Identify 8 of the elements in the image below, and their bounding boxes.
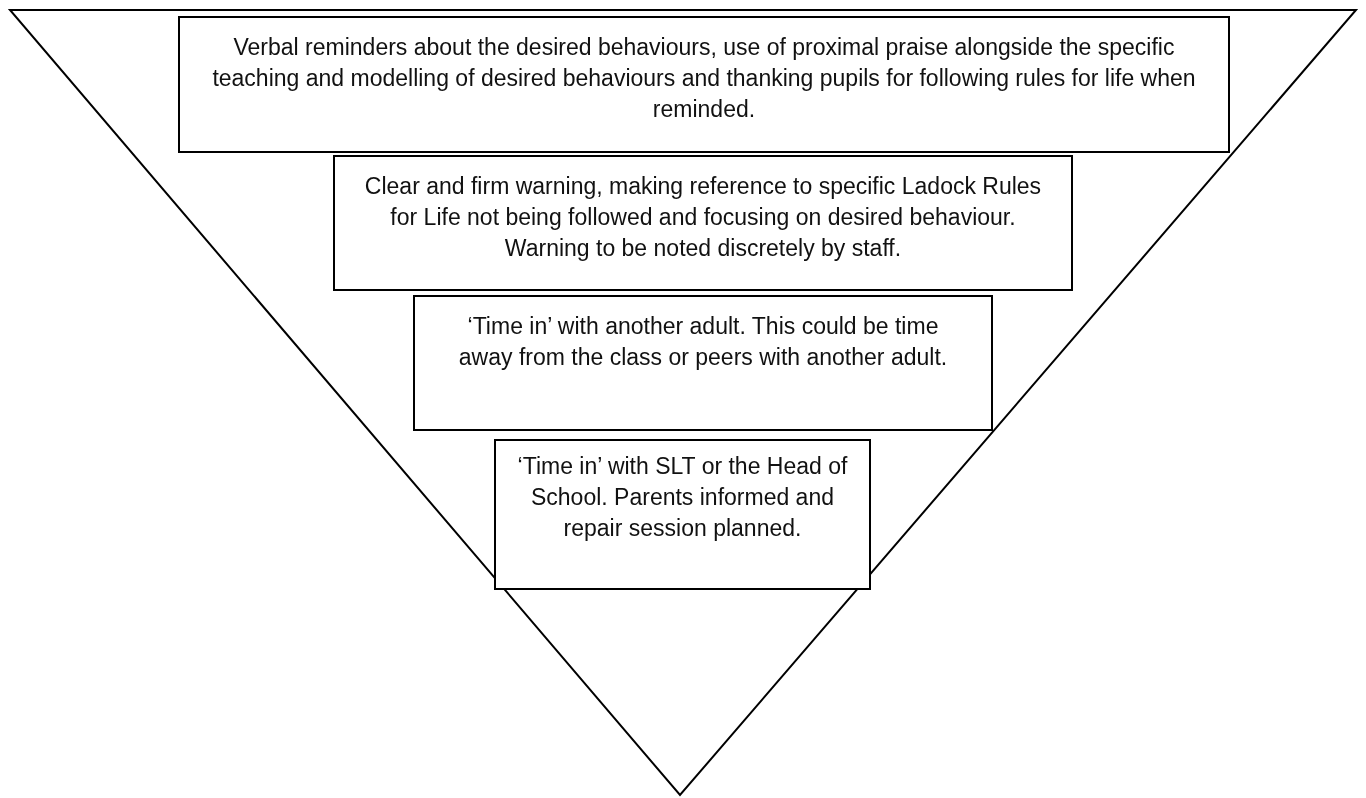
tier-description: ‘Time in’ with another adult. This could be time away from the class or peers with another adult.	[457, 312, 949, 372]
tier-description: Verbal reminders about the desired behaviours, use of proximal praise alongside the specific teaching and modelling of desired behaviours and thanking pupils for following rules for life when reminded.	[211, 33, 1197, 124]
tier-box	[333, 155, 1073, 291]
tier-description: ‘Time in’ with SLT or the Head of School. Parents informed and repair session planned.	[516, 452, 849, 543]
tier-box	[494, 439, 871, 590]
tier-description: Clear and firm warning, making reference to specific Ladock Rules for Life not being followed and focusing on desired behaviour. Warning to be noted discretely by staff.	[363, 172, 1043, 263]
tier-box	[413, 295, 993, 431]
tier-box	[178, 16, 1230, 153]
